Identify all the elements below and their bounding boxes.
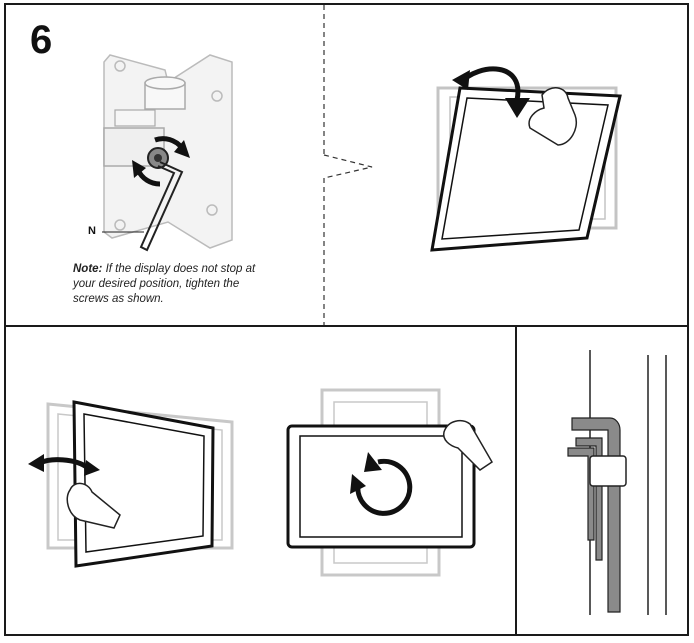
callout-label: N — [88, 225, 96, 237]
hex-key-icon — [567, 417, 621, 613]
note-label: Note: — [73, 263, 103, 275]
step-number: 6 — [30, 18, 53, 62]
hex-key-icon — [139, 161, 184, 252]
page-frame — [4, 3, 689, 636]
display-landscape — [286, 424, 476, 549]
vesa-mount-plate — [103, 54, 233, 249]
note-text: Note: If the display does not stop at yo… — [73, 262, 278, 307]
hand-icon — [66, 482, 121, 529]
dashed-separator — [323, 5, 373, 325]
hand-icon — [528, 87, 577, 146]
horizontal-divider — [4, 325, 689, 327]
swivel-arrow-icon — [28, 454, 100, 476]
display-swiveled — [72, 400, 215, 568]
rotate-arrow-icon — [350, 452, 413, 516]
display-tilted — [430, 86, 622, 252]
hand-icon — [442, 419, 494, 471]
key-holder-clip — [589, 455, 627, 487]
vertical-divider — [515, 325, 517, 636]
note-body: If the display does not stop at your des… — [73, 263, 256, 305]
tilt-arrow-icon — [452, 66, 530, 118]
